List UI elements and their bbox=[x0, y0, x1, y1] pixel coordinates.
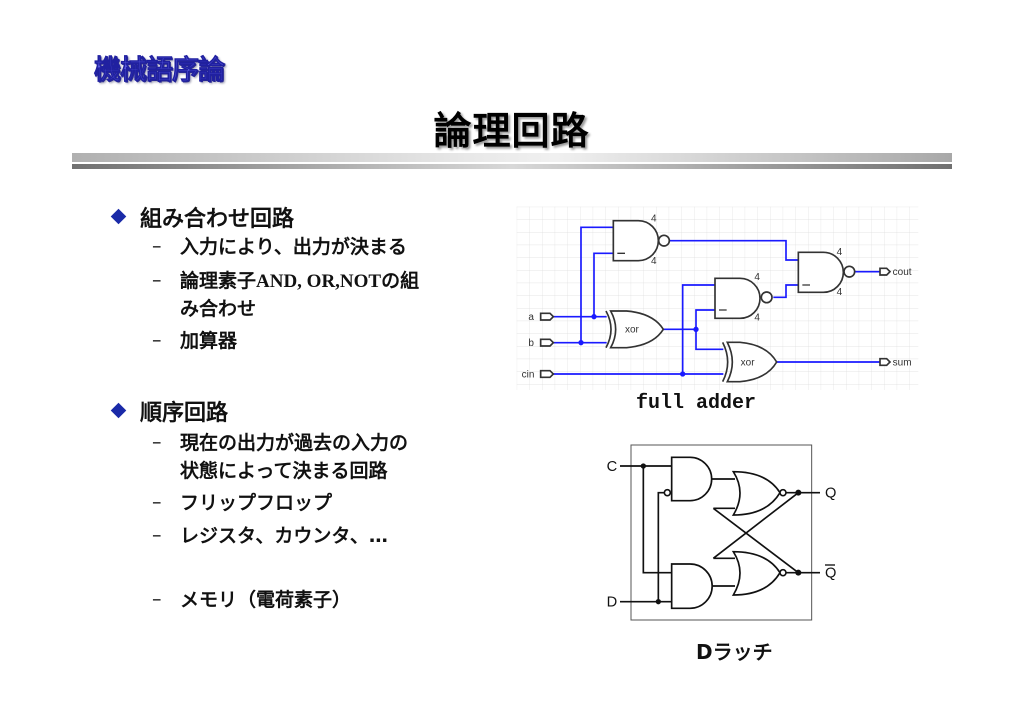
dash: – bbox=[152, 269, 162, 291]
nand-bubble bbox=[843, 265, 856, 278]
input-label: a bbox=[528, 312, 534, 323]
bullet-diamond-icon bbox=[110, 208, 127, 225]
delay-label: 4 bbox=[837, 247, 843, 258]
dash: – bbox=[152, 431, 162, 453]
nand-bubble bbox=[760, 291, 773, 304]
dash: – bbox=[152, 235, 162, 257]
output-label: sum bbox=[893, 357, 912, 368]
slide-title: 論理回路 bbox=[433, 109, 590, 153]
dash: – bbox=[152, 491, 162, 513]
terminal bbox=[539, 338, 555, 347]
and-gate bbox=[670, 563, 713, 610]
d-latch-diagram: C D Q Q bbox=[607, 444, 836, 621]
nand-gate bbox=[714, 277, 761, 320]
inverter-bubble bbox=[663, 488, 672, 497]
delay-label: 4 bbox=[754, 313, 760, 324]
list-item: レジスタ、カウンタ、… bbox=[180, 525, 388, 547]
xor-gate-back bbox=[721, 341, 729, 383]
nand-gate bbox=[612, 219, 660, 262]
full-adder-caption: full adder bbox=[636, 392, 757, 415]
junction-dots bbox=[578, 314, 699, 377]
nor-bubble bbox=[779, 568, 787, 577]
section-heading: 順序回路 bbox=[140, 401, 229, 426]
full-adder-diagram: a b cin cout sum xor xor 4 4 4 4 4 4 bbox=[516, 206, 919, 390]
xor-gate bbox=[725, 341, 778, 383]
gate-label: xor bbox=[625, 325, 640, 336]
list-item-part: AND, OR,NOT bbox=[256, 271, 382, 292]
list-item-cont: み合わせ bbox=[180, 298, 257, 320]
gate-label: xor bbox=[741, 357, 756, 368]
list-item-part: の組 bbox=[381, 270, 420, 292]
d-latch-caption: Dラッチ bbox=[696, 640, 773, 664]
nor-gate bbox=[731, 550, 781, 596]
and-gate bbox=[670, 456, 713, 502]
dash: – bbox=[152, 329, 162, 351]
delay-label: 4 bbox=[651, 214, 657, 225]
wires bbox=[620, 465, 820, 603]
input-label: cin bbox=[522, 369, 535, 380]
junction-dots bbox=[640, 463, 802, 605]
output-label: cout bbox=[893, 267, 912, 278]
terminal bbox=[539, 369, 555, 379]
nor-bubble bbox=[779, 488, 787, 497]
output-label-q: Q bbox=[825, 486, 836, 502]
input-label-d: D bbox=[607, 595, 618, 611]
list-item-part: 論理素子 bbox=[180, 270, 257, 292]
output-label-q-bar: Q bbox=[825, 566, 836, 582]
nor-gate bbox=[731, 470, 781, 516]
list-item: 論理素子AND, OR,NOTの組 bbox=[180, 267, 419, 296]
list-item: 現在の出力が過去の入力の bbox=[180, 432, 409, 454]
course-title: 機械語序論 bbox=[94, 55, 226, 87]
list-item: 入力により、出力が決まる bbox=[180, 236, 407, 258]
divider-rule-thin bbox=[72, 164, 952, 169]
bullet-diamond-icon bbox=[110, 402, 127, 419]
section-heading: 組み合わせ回路 bbox=[140, 207, 295, 232]
delay-label: 4 bbox=[651, 256, 657, 267]
list-item: メモリ（電荷素子） bbox=[180, 589, 352, 611]
list-item-cont: 状態によって決まる回路 bbox=[180, 460, 388, 482]
delay-label: 4 bbox=[754, 272, 760, 283]
inverted-input-marks bbox=[617, 252, 810, 311]
terminal bbox=[879, 267, 892, 276]
divider-rule bbox=[72, 153, 952, 162]
terminal bbox=[879, 357, 892, 367]
input-label: b bbox=[528, 338, 534, 349]
dash: – bbox=[152, 524, 162, 546]
input-label-c: C bbox=[607, 459, 618, 475]
xor-gate-back bbox=[605, 310, 612, 349]
nand-gate bbox=[797, 251, 845, 294]
dash: – bbox=[152, 588, 162, 610]
xor-gate bbox=[609, 310, 665, 349]
list-item: 加算器 bbox=[180, 330, 238, 352]
delay-label: 4 bbox=[837, 287, 843, 298]
nand-bubble bbox=[657, 234, 671, 247]
list-item: フリップフロップ bbox=[180, 492, 333, 514]
diagram-frame bbox=[630, 444, 813, 621]
terminal bbox=[539, 312, 555, 321]
